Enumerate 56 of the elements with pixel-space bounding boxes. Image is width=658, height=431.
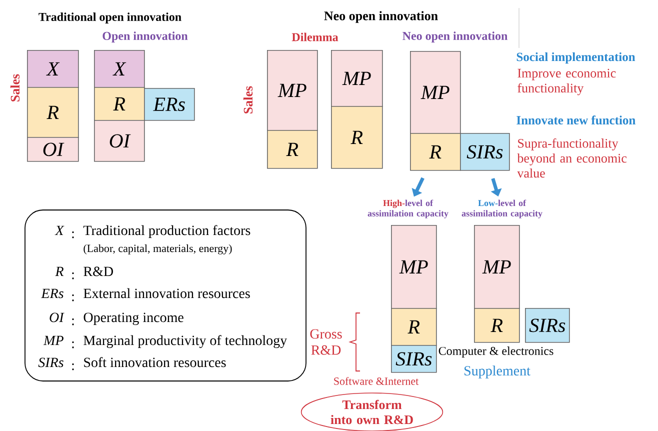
definition-note: (Labor, capital, materials, energy): [84, 244, 232, 254]
bar-segment: SIRs: [525, 308, 570, 343]
axis-label: Sales: [243, 86, 253, 114]
title: Traditional open innovation: [38, 12, 182, 24]
definition-text: Soft innovation resources: [84, 357, 226, 368]
symbol: R: [55, 266, 64, 276]
symbol: OI: [50, 312, 64, 322]
caption: Software &Internet: [334, 377, 419, 385]
definition-text: Marginal productivity of technology: [84, 335, 288, 348]
definition-text: Operating income: [84, 312, 184, 326]
bar-segment: X: [94, 50, 145, 88]
symbol: SIRs: [38, 358, 64, 368]
axis-label: Sales: [10, 74, 20, 102]
bar-segment: R: [474, 308, 520, 343]
bar-segment: MP: [331, 50, 383, 107]
colon: :: [72, 294, 74, 302]
subtitle: Neo open innovation: [402, 32, 508, 42]
bar-segment: OI: [94, 120, 145, 162]
definition-text: R&D: [84, 266, 113, 276]
subtitle: Open innovation: [102, 32, 188, 42]
caption: Supplement: [464, 366, 530, 378]
title: Neo open innovation: [324, 11, 438, 23]
bar-segment: SIRs: [391, 345, 437, 373]
bar-segment: SIRs: [460, 133, 510, 171]
symbol: ERs: [41, 288, 64, 298]
bar-segment: ERs: [144, 88, 195, 121]
bar-segment: R: [391, 308, 437, 346]
caption: Computer & electronics: [438, 346, 554, 358]
symbol: MP: [43, 336, 64, 345]
definition-text: Traditional production factors: [83, 225, 250, 238]
bar-segment: R: [410, 133, 461, 171]
colon: :: [72, 341, 74, 348]
bar-segment: MP: [267, 50, 318, 131]
colon: :: [72, 231, 74, 238]
colon: :: [72, 272, 74, 280]
bar-segment: R: [27, 87, 79, 138]
bar-segment: MP: [474, 225, 520, 309]
bar-segment: R: [267, 130, 318, 169]
heading: Innovate new function: [516, 116, 636, 124]
bar-segment: R: [331, 106, 383, 169]
bar-segment: R: [94, 87, 145, 121]
bar-segment: MP: [410, 51, 461, 134]
description: Improve economic functionality: [518, 68, 616, 96]
column-heading: Low-level of assimilation capacity: [462, 200, 542, 218]
heading: Social implementation: [516, 52, 636, 64]
description: Supra-functionality beyond an economic value: [517, 138, 627, 178]
bar-segment: X: [27, 50, 79, 88]
subtitle: Dilemma: [292, 32, 338, 42]
symbol: X: [54, 226, 64, 235]
bracket-label: Gross R&D: [310, 329, 342, 355]
colon: :: [72, 363, 74, 370]
bar-segment: OI: [27, 137, 79, 162]
bar-segment: MP: [391, 225, 437, 309]
definition-text: External innovation resources: [84, 288, 250, 298]
colon: :: [72, 318, 74, 326]
column-heading: High-level of assimilation capacity: [368, 200, 448, 218]
